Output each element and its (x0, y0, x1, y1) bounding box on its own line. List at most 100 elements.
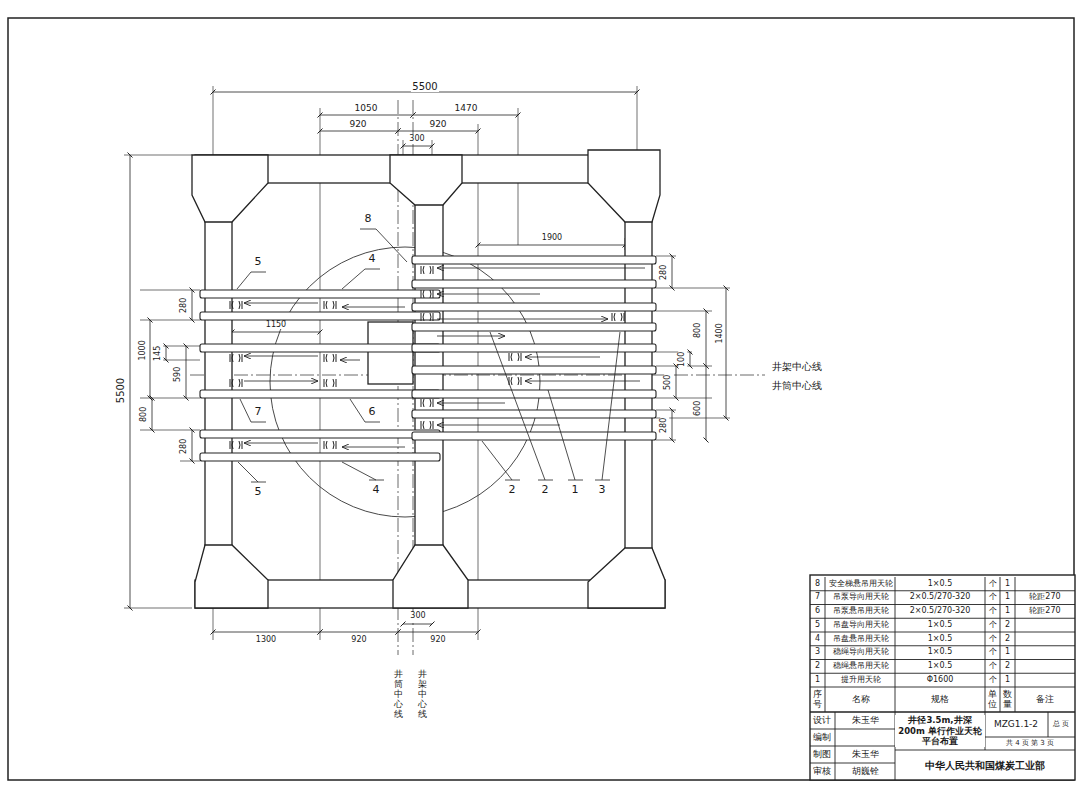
dimension-text: 600 (695, 399, 704, 416)
table-cell: 2×0.5/270-320 (909, 607, 972, 616)
table-cell: 2 (1004, 621, 1011, 630)
table-cell: 编制 (812, 733, 832, 743)
table-cell: 规格 (930, 695, 950, 705)
sheave-symbols (230, 266, 624, 449)
table-cell: 备注 (1035, 695, 1055, 705)
dimension-text: 1000 (139, 339, 148, 361)
table-cell: 2 (1004, 662, 1011, 671)
table-cell: 1 (814, 676, 821, 685)
centerline-label: 井筒中心线 (394, 670, 403, 719)
callout-number: 6 (368, 406, 377, 418)
table-cell: 朱玉华 (851, 716, 880, 726)
table-cell: 审核 (812, 767, 832, 777)
dimension-text: 300 (409, 612, 426, 621)
dimension-text: 280 (181, 437, 190, 454)
table-cell: Φ1600 (926, 676, 955, 685)
callout-number: 2 (541, 484, 550, 496)
centerline-label: 井架中心线 (418, 670, 427, 719)
table-cell: 1×0.5 (927, 580, 954, 589)
dimension-text: 500 (665, 373, 674, 390)
table-cell: 个 (988, 621, 998, 630)
table-cell: 1×0.5 (927, 621, 954, 630)
callout-leaders (237, 229, 620, 482)
dimension-text: 145 (155, 344, 164, 361)
table-cell: 个 (988, 648, 998, 657)
centerline-label: 井架中心线 (771, 361, 823, 372)
dimension-text: 590 (175, 365, 184, 382)
dimension-text: 5500 (411, 81, 438, 92)
table-cell: 1×0.5 (927, 662, 954, 671)
table-cell: 1 (1004, 580, 1011, 589)
table-cell: 个 (988, 662, 998, 671)
table-cell: 共 4 页 第 3 页 (1005, 740, 1055, 748)
dimension-lines (130, 92, 726, 632)
callout-number: 5 (254, 256, 263, 268)
rope-lines (244, 268, 645, 447)
table-cell: 1 (1004, 607, 1011, 616)
drawing-title: 井径3.5m,井深200m 单行作业天轮平台布置 (895, 715, 985, 747)
table-cell: 轮距270 (1028, 593, 1061, 602)
table-cell: 2 (1004, 635, 1011, 644)
dimension-text: 280 (661, 263, 670, 280)
table-cell: 制图 (812, 750, 832, 760)
table-cell: 单位 (988, 690, 997, 710)
dimension-text: 1470 (454, 104, 479, 114)
table-cell: 设计 (812, 716, 832, 726)
table-cell: 朱玉华 (851, 750, 880, 760)
callout-number: 4 (372, 484, 381, 496)
dimension-text: 920 (348, 120, 367, 130)
callout-number: 1 (571, 484, 580, 496)
table-cell: 2 (814, 662, 821, 671)
dimension-text: 280 (661, 416, 670, 433)
table-cell: MZG1.1-2 (993, 720, 1039, 730)
dimension-text: 920 (350, 636, 367, 645)
table-cell: 中华人民共和国煤炭工业部 (924, 760, 1046, 771)
table-cell: 提升用天轮 (840, 676, 882, 685)
dimension-text: 800 (695, 321, 704, 338)
table-cell: 轮距270 (1028, 607, 1061, 616)
table-cell: 胡巍铨 (851, 767, 880, 777)
platform-frame (192, 150, 665, 608)
table-cell: 数量 (1003, 690, 1012, 710)
table-cell: 5 (814, 621, 821, 630)
callout-number: 8 (364, 213, 373, 225)
table-cell: 1×0.5 (927, 648, 954, 657)
callout-number: 7 (254, 406, 263, 418)
table-cell: 7 (814, 593, 821, 602)
table-cell: 总 页 (1052, 721, 1070, 729)
dimension-text: 1400 (716, 322, 725, 344)
centerline-label: 井筒中心线 (771, 380, 823, 391)
callout-number: 3 (598, 484, 607, 496)
table-cell: 2×0.5/270-320 (909, 593, 972, 602)
dimension-text: 5500 (115, 376, 126, 403)
table-cell: 名称 (851, 695, 871, 705)
extension-lines (124, 86, 730, 640)
title-block (810, 575, 1075, 780)
table-cell: 6 (814, 607, 821, 616)
table-cell: 4 (814, 635, 821, 644)
table-cell: 吊盘悬吊用天轮 (832, 635, 890, 644)
table-cell: 吊盘导向用天轮 (832, 621, 890, 630)
table-cell: 吊泵导向用天轮 (832, 593, 890, 602)
table-cell: 1 (1004, 676, 1011, 685)
center-lines (190, 100, 765, 655)
table-cell: 8 (814, 580, 821, 589)
dimension-text: 920 (428, 120, 447, 130)
table-cell: 1×0.5 (927, 635, 954, 644)
dimension-text: 300 (408, 135, 425, 144)
callout-number: 4 (368, 253, 377, 265)
table-cell: 3 (814, 648, 821, 657)
dimension-text: 1300 (255, 636, 277, 645)
dimension-text: 1050 (354, 104, 379, 114)
dimension-text: 100 (679, 350, 688, 367)
dimension-text: 280 (181, 296, 190, 313)
dimension-text: 1150 (265, 321, 287, 330)
table-cell: 个 (988, 607, 998, 616)
dimension-text: 800 (141, 405, 150, 422)
table-cell: 1 (1004, 648, 1011, 657)
table-cell: 个 (988, 580, 998, 589)
dimension-text: 1900 (541, 234, 563, 243)
callout-number: 2 (508, 484, 517, 496)
